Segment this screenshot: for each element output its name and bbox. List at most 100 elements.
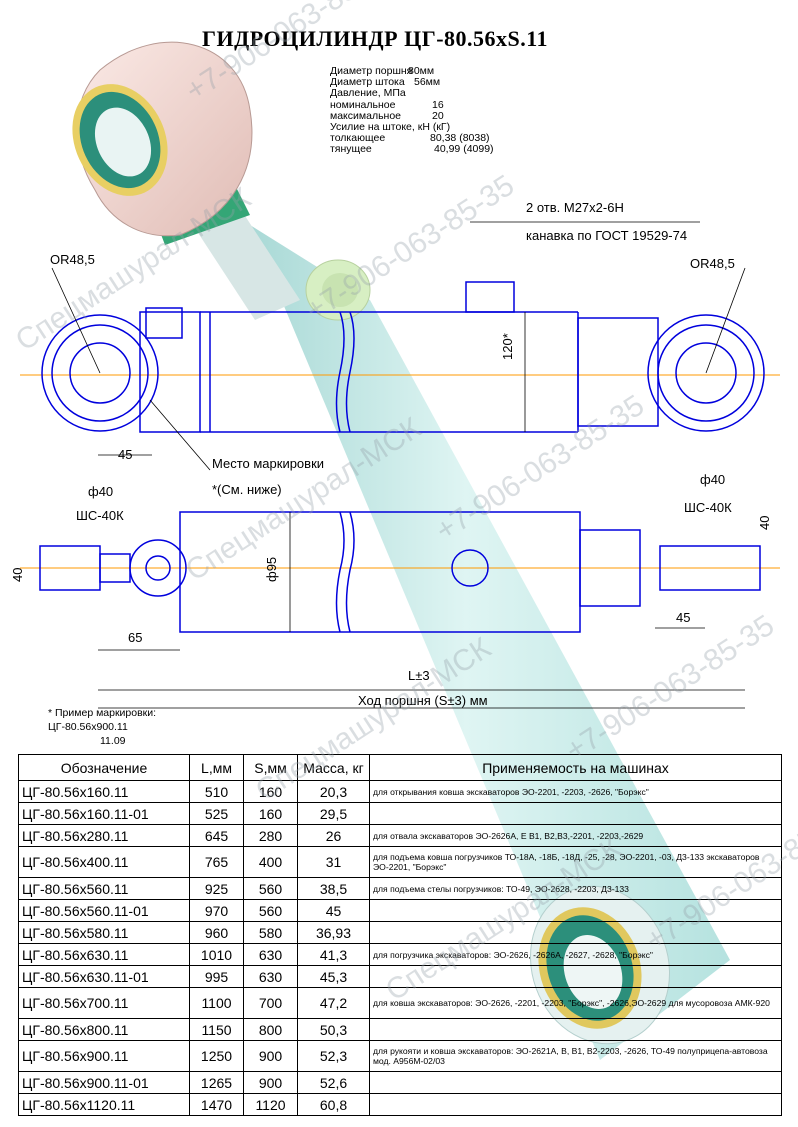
cell-designation: ЦГ-80.56х280.11 xyxy=(18,824,190,847)
cell-mass: 50,3 xyxy=(297,1018,370,1041)
cell-L: 765 xyxy=(189,846,244,878)
left-eye-side xyxy=(129,539,187,597)
dim-120-label: 120* xyxy=(500,333,515,360)
cell-L: 1265 xyxy=(189,1071,244,1094)
cell-mass: 47,2 xyxy=(297,987,370,1019)
rod-head-block xyxy=(139,311,201,433)
ports-label: 2 отв. М27х2-6Н xyxy=(526,200,624,215)
cell-application: для ковша экскаваторов: ЭО-2626, -2201, … xyxy=(369,987,782,1019)
cell-L: 995 xyxy=(189,965,244,988)
break-line-3 xyxy=(335,511,345,633)
cell-application: для рукояти и ковша экскаваторов: ЭО-262… xyxy=(369,1040,782,1072)
bottom-view xyxy=(20,511,780,709)
cell-application xyxy=(369,899,782,922)
right-eye-bore xyxy=(675,342,737,404)
cell-L: 510 xyxy=(189,780,244,803)
cell-S: 700 xyxy=(243,987,298,1019)
cell-application: для отвала экскаваторов ЭО-2626А, Е В1, … xyxy=(369,824,782,847)
marking-note: * Пример маркировки: ЦГ-80.56х900.11 11.… xyxy=(48,706,156,748)
cell-mass: 52,6 xyxy=(297,1071,370,1094)
right-eye-outer xyxy=(647,314,765,432)
spec-row: Давление, МПа xyxy=(330,88,450,99)
spec-label: Диаметр штока xyxy=(330,76,405,89)
cell-application xyxy=(369,1018,782,1041)
spec-value: 56мм xyxy=(414,76,441,89)
dim-65-label: 65 xyxy=(128,630,143,645)
cell-L: 645 xyxy=(189,824,244,847)
left-port-top xyxy=(145,307,183,339)
cell-L: 925 xyxy=(189,877,244,900)
cell-S: 280 xyxy=(243,824,298,847)
cell-S: 900 xyxy=(243,1071,298,1094)
cell-designation: ЦГ-80.56х160.11 xyxy=(18,780,190,803)
spec-label: тянущее xyxy=(330,143,372,156)
bearing-left-label: ШС-40К xyxy=(76,508,124,523)
side-port xyxy=(451,549,489,587)
cell-application: для подъема ковша погрузчиков ТО-18А, -1… xyxy=(369,846,782,878)
cell-mass: 26 xyxy=(297,824,370,847)
dim-40-left-label: 40 xyxy=(10,567,25,582)
left-eye-outer xyxy=(41,314,159,432)
cell-L: 970 xyxy=(189,899,244,922)
break-line-1 xyxy=(335,311,345,433)
spec-value: 80,38 (8038) xyxy=(430,132,490,145)
marking-note-title: * Пример маркировки: xyxy=(48,707,157,719)
marking-note-example: ЦГ-80.56х900.11 xyxy=(48,721,128,733)
phi40-right-label: ф40 xyxy=(700,472,726,487)
marking-ref-label: *(См. ниже) xyxy=(212,482,282,497)
dim-L-label: L±3 xyxy=(408,668,430,683)
cell-application: для погрузчика экскаваторов: ЭО-2626, -2… xyxy=(369,943,782,966)
port-hole-3d xyxy=(322,273,358,307)
break-line-2 xyxy=(345,311,355,433)
left-eye-bore xyxy=(69,342,131,404)
spec-value: 16 xyxy=(432,98,444,111)
top-view xyxy=(20,221,780,471)
left-eye-ring xyxy=(51,324,149,422)
cell-designation: ЦГ-80.56х700.11 xyxy=(18,987,190,1019)
cell-L: 525 xyxy=(189,802,244,825)
cell-mass: 29,5 xyxy=(297,802,370,825)
cell-mass: 45,3 xyxy=(297,965,370,988)
cell-S: 160 xyxy=(243,802,298,825)
cell-L: 960 xyxy=(189,921,244,944)
right-bearing xyxy=(659,545,761,591)
cell-application xyxy=(369,1071,782,1094)
header-designation: Обозначение xyxy=(18,754,190,781)
cell-S: 630 xyxy=(243,943,298,966)
marking-place-label: Место маркировки xyxy=(212,456,325,471)
header-mass: Масса, кг xyxy=(297,754,370,781)
cell-L: 1010 xyxy=(189,943,244,966)
cell-designation: ЦГ-80.56х580.11 xyxy=(18,921,190,944)
dim-phi95-label: ф95 xyxy=(264,556,279,582)
right-port-top xyxy=(465,281,515,313)
bottom-cap xyxy=(577,317,659,427)
cell-application xyxy=(369,921,782,944)
cell-designation: ЦГ-80.56х560.11-01 xyxy=(18,899,190,922)
groove-label: канавка по ГОСТ 19529-74 xyxy=(526,228,688,243)
cell-S: 580 xyxy=(243,921,298,944)
cell-designation: ЦГ-80.56х630.11 xyxy=(18,943,190,966)
cell-application xyxy=(369,965,782,988)
header-application: Применяемость на машинах xyxy=(369,754,782,781)
cap-side xyxy=(579,529,641,607)
marking-note-date: 11.09 xyxy=(100,735,126,747)
cell-application: для открывания ковша экскаваторов ЭО-220… xyxy=(369,780,782,803)
cell-L: 1150 xyxy=(189,1018,244,1041)
cell-designation: ЦГ-80.56х160.11-01 xyxy=(18,802,190,825)
